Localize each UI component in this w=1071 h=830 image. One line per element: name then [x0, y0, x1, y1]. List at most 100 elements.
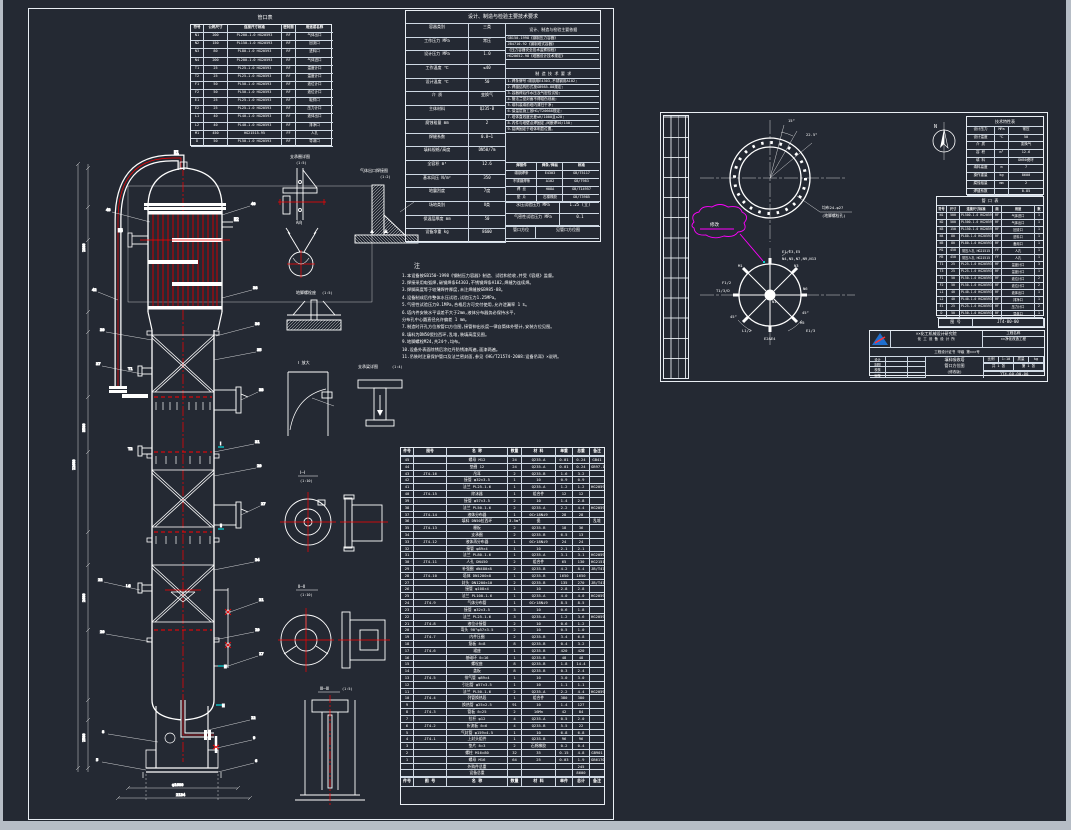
- table-cell: 32: [401, 545, 414, 553]
- table-cell: RF: [282, 114, 296, 123]
- basis-title: 设计、制造与检验主要依据: [506, 24, 600, 36]
- table-cell: 液体出口: [1002, 290, 1035, 297]
- table-cell: Q235-B: [469, 106, 505, 120]
- table-cell: 50: [469, 79, 505, 93]
- table-cell: RF: [993, 234, 1002, 241]
- table-cell: 2: [508, 559, 522, 566]
- table-cell: 8: [508, 668, 522, 675]
- table-cell: 130: [573, 559, 590, 566]
- table-cell: 1: [508, 695, 522, 703]
- table-cell: 1: [508, 572, 522, 580]
- table-cell: 16: [401, 654, 414, 662]
- svg-text:(1:5): (1:5): [296, 161, 307, 165]
- table-cell: 全容积 m³: [406, 160, 469, 175]
- table-cell: 12: [573, 491, 590, 498]
- table-cell: 焊缝系数: [406, 133, 469, 148]
- table-cell: [590, 532, 604, 539]
- table-cell: 数量: [508, 448, 522, 456]
- table-cell: 24: [556, 538, 573, 546]
- table-cell: [590, 586, 604, 594]
- table-cell: JT4-10: [414, 572, 447, 580]
- table-cell: 40: [204, 122, 228, 131]
- table-cell: [414, 743, 447, 750]
- table-cell: [590, 634, 604, 641]
- table-cell: 取样口: [296, 98, 333, 107]
- table-cell: 换热管 φ25×2.5: [447, 702, 508, 710]
- table-cell: [414, 668, 447, 675]
- svg-text:15°: 15°: [788, 118, 795, 123]
- balloon-numbers-right: 40 38 36 35 33 31 29 27 24 21 19 17 12 9…: [251, 201, 267, 764]
- table-cell: 7度: [469, 188, 505, 202]
- table-cell: 接管 φ32×3.5: [447, 477, 508, 485]
- table-cell: 材 料: [522, 448, 556, 456]
- table-cell: D: [937, 311, 947, 318]
- table-cell: PL40-1.0 HG20593: [960, 297, 993, 304]
- table-cell: 栅板: [447, 525, 508, 532]
- table-cell: 1.0: [573, 627, 590, 635]
- table-cell: 0.85: [1009, 189, 1043, 197]
- table-cell: 450: [947, 255, 960, 262]
- table-cell: 气体出口: [1002, 220, 1035, 227]
- table-cell: [590, 627, 604, 635]
- table-cell: GB6170: [590, 756, 604, 764]
- table-cell: 24: [508, 457, 522, 464]
- table-cell: 瓷: [522, 518, 556, 526]
- table-cell: 焊条/焊丝: [537, 162, 564, 171]
- table-cell: 2: [469, 120, 505, 134]
- table-cell: 420: [573, 647, 590, 655]
- table-cell: 法兰 PL25-1.6: [447, 484, 508, 492]
- table-cell: 10: [522, 477, 556, 485]
- table-cell: PL200-1.0 HG20593: [228, 33, 282, 42]
- base-dimensions: [115, 774, 253, 801]
- table-cell: 50: [1009, 135, 1043, 143]
- svg-text:Ⅲ—Ⅲ: Ⅲ—Ⅲ: [320, 686, 329, 692]
- table-cell: 12: [556, 491, 573, 498]
- table-cell: PL40-1.0 HG20593: [228, 122, 282, 131]
- table-cell: RF: [993, 311, 1002, 318]
- table-cell: 380: [556, 695, 573, 703]
- svg-text:N4,N5,N7,N9,N13: N4,N5,N7,N9,N13: [782, 256, 816, 261]
- table-cell: M1: [937, 248, 947, 255]
- table-cell: 法兰 PL25-1.6: [447, 613, 508, 621]
- table-cell: RF: [993, 290, 1002, 297]
- svg-text:A向: A向: [296, 219, 302, 225]
- table-cell: Q235-A: [522, 457, 556, 464]
- table-cell: 筋板 δ=8: [447, 640, 508, 648]
- detail-corner-blowup: Ⅰ 放大: [287, 359, 335, 436]
- table-cell: [414, 756, 447, 764]
- table-row: JB4710-92《钢制塔式容器》: [506, 42, 600, 48]
- table-cell: 29: [401, 566, 414, 573]
- table-cell: 30: [401, 559, 414, 566]
- title-block: ××化工机械设计研究院 化 工 设 备 设 计 所 工程名称 ××净化改造工程 …: [869, 330, 1045, 378]
- nozzle-label: LG: [126, 583, 131, 588]
- table-cell: 引出管 φ57×3.5: [447, 681, 508, 689]
- table-cell: 液体再分布器: [447, 538, 508, 546]
- table-cell: [590, 491, 604, 498]
- nozzle-table-title: 管口表: [257, 15, 273, 21]
- table-cell: RF: [282, 65, 296, 74]
- table-cell: Q235-B: [522, 525, 556, 532]
- table-cell: 0.6: [556, 620, 573, 628]
- table-cell: N1: [937, 213, 947, 220]
- table-cell: 容器类别: [406, 24, 469, 38]
- svg-text:35: 35: [257, 347, 262, 352]
- table-cell: 1.9: [573, 756, 590, 764]
- table-cell: 0.5: [556, 627, 573, 635]
- table-cell: 折流板 δ=6: [447, 722, 508, 730]
- table-cell: 84: [573, 709, 590, 716]
- packing-section-2: [151, 469, 215, 528]
- svg-text:均布24-φ27: 均布24-φ27: [822, 205, 843, 210]
- table-cell: 80: [204, 49, 228, 58]
- table-cell: F1: [937, 276, 947, 283]
- table-cell: PL50-1.0 HG20593: [228, 90, 282, 99]
- svg-text:Ⅰ: Ⅰ: [220, 441, 221, 446]
- table-cell: Q235-A: [522, 715, 556, 723]
- note-line: 2.焊接采用电弧焊,碳钢焊条E4303,不锈钢焊条A102,焊缝为连续焊。: [402, 280, 534, 285]
- table-cell: 10: [522, 545, 556, 553]
